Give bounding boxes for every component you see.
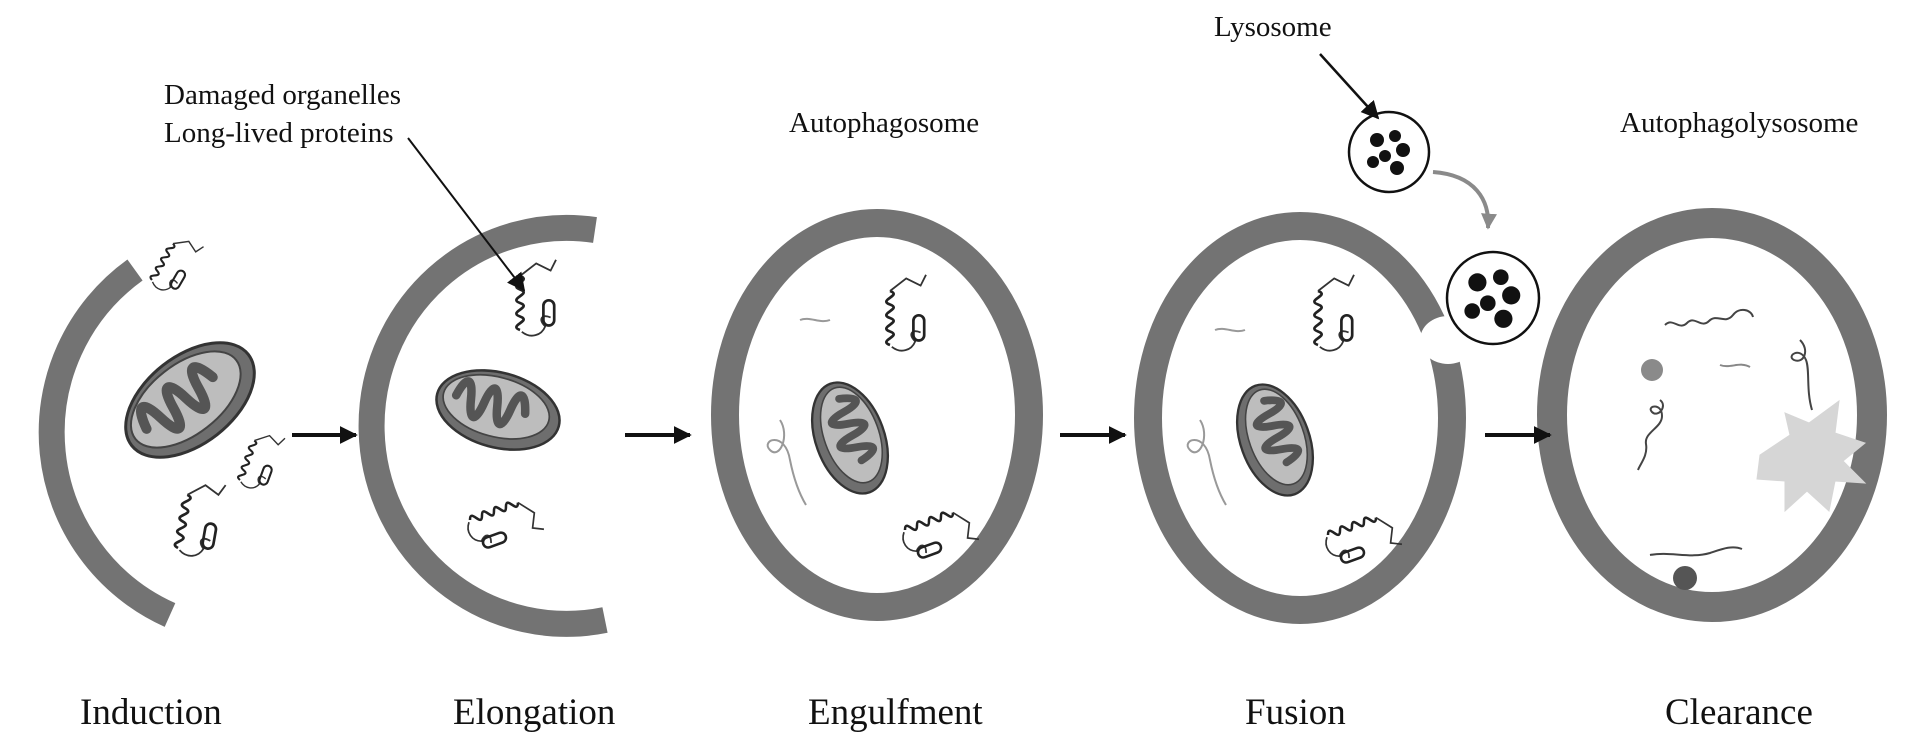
mitochondrion-icon — [428, 358, 569, 463]
protein-icon — [515, 258, 558, 337]
elongating-membrane — [358, 214, 608, 637]
protein-icon — [172, 476, 227, 562]
fusion-arrow — [1432, 170, 1497, 230]
peptide-fragment — [1790, 339, 1813, 411]
cargo-label-line2: Long-lived proteins — [164, 117, 394, 149]
debris-droplet — [1641, 359, 1663, 381]
peptide-strand — [799, 317, 831, 323]
peptide-fragment — [1649, 546, 1743, 557]
lysosome-label: Lysosome — [1214, 11, 1332, 43]
autophagolysosome-label: Autophagolysosome — [1620, 107, 1858, 139]
stage-label-clearance: Clearance — [1665, 692, 1813, 733]
elongation-stage — [358, 214, 608, 637]
autophagosome-label: Autophagosome — [789, 107, 979, 139]
protein-icon — [146, 230, 205, 299]
lysosome-icon — [1445, 250, 1541, 346]
debris-burst — [1756, 399, 1867, 513]
fusion-stage — [1134, 53, 1541, 624]
stage-label-induction: Induction — [80, 692, 222, 733]
lysosome-pointer-arrow — [1319, 53, 1380, 120]
clearance-stage — [1537, 208, 1887, 622]
peptide-fragment — [1664, 309, 1754, 327]
peptide-strand — [1214, 327, 1246, 333]
peptide-strand — [766, 419, 807, 506]
peptide-strand — [1186, 419, 1227, 506]
peptide-fragment — [1637, 399, 1664, 471]
stage-label-elongation: Elongation — [453, 692, 615, 733]
cargo-pointer-arrow — [407, 137, 526, 292]
protein-icon — [234, 426, 287, 495]
stage-label-engulfment: Engulfment — [808, 692, 983, 733]
protein-icon — [462, 492, 546, 556]
debris-droplet — [1673, 566, 1697, 590]
engulfment-stage — [711, 209, 1043, 621]
cargo-label-line1: Damaged organelles — [164, 79, 401, 111]
induction-stage — [38, 230, 287, 627]
peptide-fragment — [1719, 363, 1751, 368]
autophagolysosome-membrane — [1537, 208, 1887, 622]
phagophore-membrane — [38, 259, 176, 627]
stage-label-fusion: Fusion — [1245, 692, 1346, 733]
lysosome-icon — [1347, 110, 1431, 194]
